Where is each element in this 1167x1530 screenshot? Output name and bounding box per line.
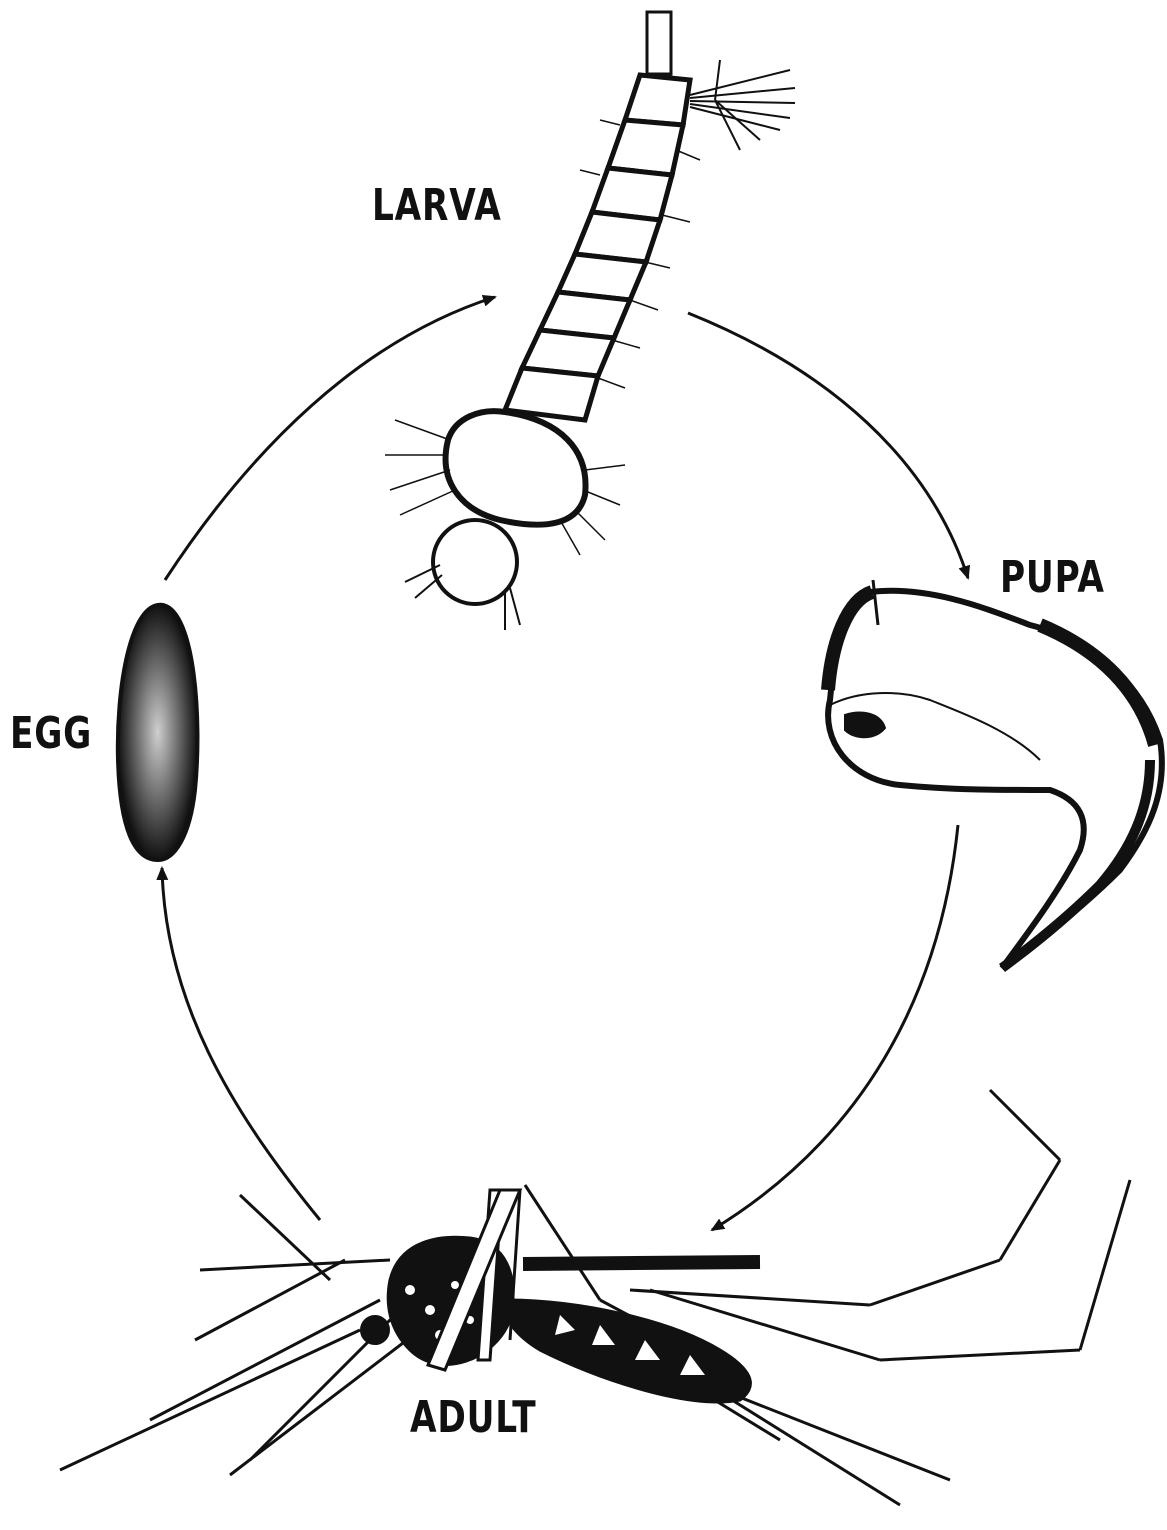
larva-illustration bbox=[385, 12, 795, 630]
adult-illustration bbox=[60, 1090, 1130, 1505]
arrow-adult-to-egg bbox=[162, 868, 320, 1220]
larva-label: LARVA bbox=[372, 180, 502, 231]
pupa-label: PUPA bbox=[1000, 552, 1105, 603]
pupa-illustration bbox=[828, 580, 1162, 968]
arrow-larva-to-pupa bbox=[688, 313, 968, 578]
arrow-pupa-to-adult bbox=[712, 825, 958, 1230]
adult-label: ADULT bbox=[410, 1392, 536, 1443]
egg-label: EGG bbox=[10, 708, 92, 759]
egg-illustration bbox=[118, 605, 198, 860]
